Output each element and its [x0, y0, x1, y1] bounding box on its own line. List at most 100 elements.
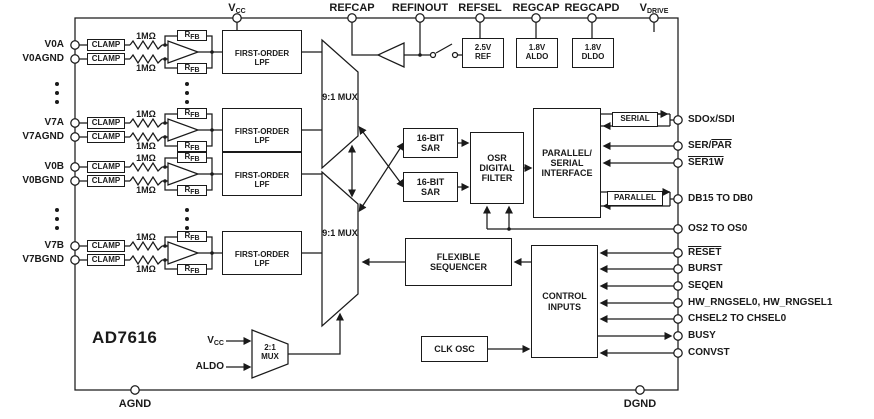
sar-adc-block: 16-BIT SAR [403, 172, 458, 202]
pin-v7agnd-label: V7AGND [22, 131, 64, 142]
channel-ellipsis-dots [55, 82, 189, 230]
lpf-label: FIRST-ORDER LPF [234, 49, 290, 68]
lpf-block [222, 30, 302, 74]
pin-vdrive-label: VDRIVE [639, 2, 669, 15]
clamp-block: CLAMP [87, 117, 125, 129]
pin-v7bgnd-label: V7BGND [22, 254, 64, 265]
pin-v0b-label: V0B [44, 161, 64, 172]
driver-amp-icon [167, 162, 200, 186]
feedback-resistor-block: RFB [177, 264, 207, 275]
resistor-value-label: 1MΩ [136, 109, 156, 119]
chip-outline [74, 17, 679, 391]
feedback-resistor-block: RFB [177, 30, 207, 41]
pin-db15-db0-label: DB15 TO DB0 [688, 193, 753, 204]
lpf-block [222, 231, 302, 275]
pin-os2-os0-label: OS2 TO OS0 [688, 223, 748, 234]
pin-refsel-label: REFSEL [458, 2, 502, 14]
refsel-switch-icon [435, 43, 453, 54]
pin-terminals [70, 13, 683, 395]
pin-convst-label: CONVST [688, 347, 730, 358]
dldo-regulator-block: 1.8V DLDO [572, 38, 614, 68]
pin-seqen-label: SEQEN [688, 280, 724, 291]
input-resistor-icon [129, 175, 163, 187]
input-resistor-icon [129, 39, 163, 51]
pin-sdox-sdi-label: SDOx/SDI [688, 114, 735, 125]
driver-amp-icon [167, 241, 200, 265]
pin-v0a-label: V0A [44, 39, 64, 50]
resistor-value-label: 1MΩ [136, 185, 156, 195]
input-resistor-icon [129, 254, 163, 266]
pin-vcc-label: VCC [228, 2, 246, 15]
pin-ser-par-label: SER/PAR [688, 140, 732, 151]
clamp-block: CLAMP [87, 161, 125, 173]
pin-agnd-label: AGND [118, 398, 152, 410]
pin-regcap-label: REGCAP [512, 2, 560, 14]
pin-chsel-label: CHSEL2 TO CHSEL0 [688, 313, 787, 324]
lpf-label: FIRST-ORDER LPF [234, 127, 290, 146]
feedback-resistor-block: RFB [177, 185, 207, 196]
osr-digital-filter-block: OSR DIGITAL FILTER [470, 132, 524, 204]
lpf-block [222, 152, 302, 196]
pin-busy-label: BUSY [688, 330, 716, 341]
clamp-block: CLAMP [87, 39, 125, 51]
supply-mux-aldo-label: ALDO [195, 361, 224, 372]
control-inputs-block: CONTROL INPUTS [531, 245, 598, 358]
reference-buffer-amp-icon [376, 42, 405, 68]
feedback-resistor-block: RFB [177, 231, 207, 242]
lpf-label: FIRST-ORDER LPF [234, 250, 290, 269]
resistor-value-label: 1MΩ [136, 264, 156, 274]
clamp-block: CLAMP [87, 240, 125, 252]
mux-b-label: 9:1 MUX [322, 228, 358, 238]
driver-amp-icon [167, 40, 200, 64]
pin-v7b-label: V7B [44, 240, 64, 251]
lpf-block [222, 108, 302, 152]
feedback-resistor-block: RFB [177, 108, 207, 119]
mux-a-label: 9:1 MUX [322, 92, 358, 102]
pin-dgnd-label: DGND [623, 398, 657, 410]
resistor-value-label: 1MΩ [136, 63, 156, 73]
parallel-serial-interface-block: PARALLEL/ SERIAL INTERFACE [533, 108, 601, 218]
feedback-resistor-block: RFB [177, 63, 207, 74]
driver-amp-icon [167, 118, 200, 142]
mux-a-shape [321, 38, 359, 170]
lpf-label: FIRST-ORDER LPF [234, 171, 290, 190]
clamp-block: CLAMP [87, 175, 125, 187]
pin-v0bgnd-label: V0BGND [22, 175, 64, 186]
flexible-sequencer-block: FLEXIBLE SEQUENCER [405, 238, 512, 286]
clk-osc-block: CLK OSC [421, 336, 488, 362]
input-resistor-icon [129, 117, 163, 129]
input-resistor-icon [129, 53, 163, 65]
pin-ser1w-label: SER1W [688, 157, 724, 168]
mux-b-shape [321, 170, 359, 328]
feedback-resistor-block: RFB [177, 141, 207, 152]
supply-mux-shape [251, 329, 289, 379]
supply-mux-label: 2:1 MUX [261, 343, 279, 362]
part-number-label: AD7616 [92, 328, 158, 347]
clamp-block: CLAMP [87, 53, 125, 65]
clamp-block: CLAMP [87, 131, 125, 143]
pin-regcapd-label: REGCAPD [564, 2, 620, 14]
input-resistor-icon [129, 131, 163, 143]
serial-bus-tag: SERIAL [612, 112, 658, 127]
pin-hw-rngsel-label: HW_RNGSEL0, HW_RNGSEL1 [688, 297, 833, 308]
pin-v0agnd-label: V0AGND [22, 53, 64, 64]
aldo-regulator-block: 1.8V ALDO [516, 38, 558, 68]
clamp-block: CLAMP [87, 254, 125, 266]
input-resistor-icon [129, 161, 163, 173]
resistor-value-label: 1MΩ [136, 153, 156, 163]
junction-dots [163, 43, 511, 262]
resistor-value-label: 1MΩ [136, 232, 156, 242]
pin-refinout-label: REFINOUT [391, 2, 449, 14]
pin-burst-label: BURST [688, 263, 723, 274]
pin-v7a-label: V7A [44, 117, 64, 128]
parallel-bus-tag: PARALLEL [607, 191, 663, 206]
pin-refcap-label: REFCAP [329, 2, 375, 14]
feedback-resistor-block: RFB [177, 152, 207, 163]
pin-reset-label: RESET [688, 247, 722, 258]
resistor-value-label: 1MΩ [136, 141, 156, 151]
supply-mux-vcc-label: VCC [207, 335, 224, 347]
ref-2v5-block: 2.5V REF [462, 38, 504, 68]
resistor-value-label: 1MΩ [136, 31, 156, 41]
